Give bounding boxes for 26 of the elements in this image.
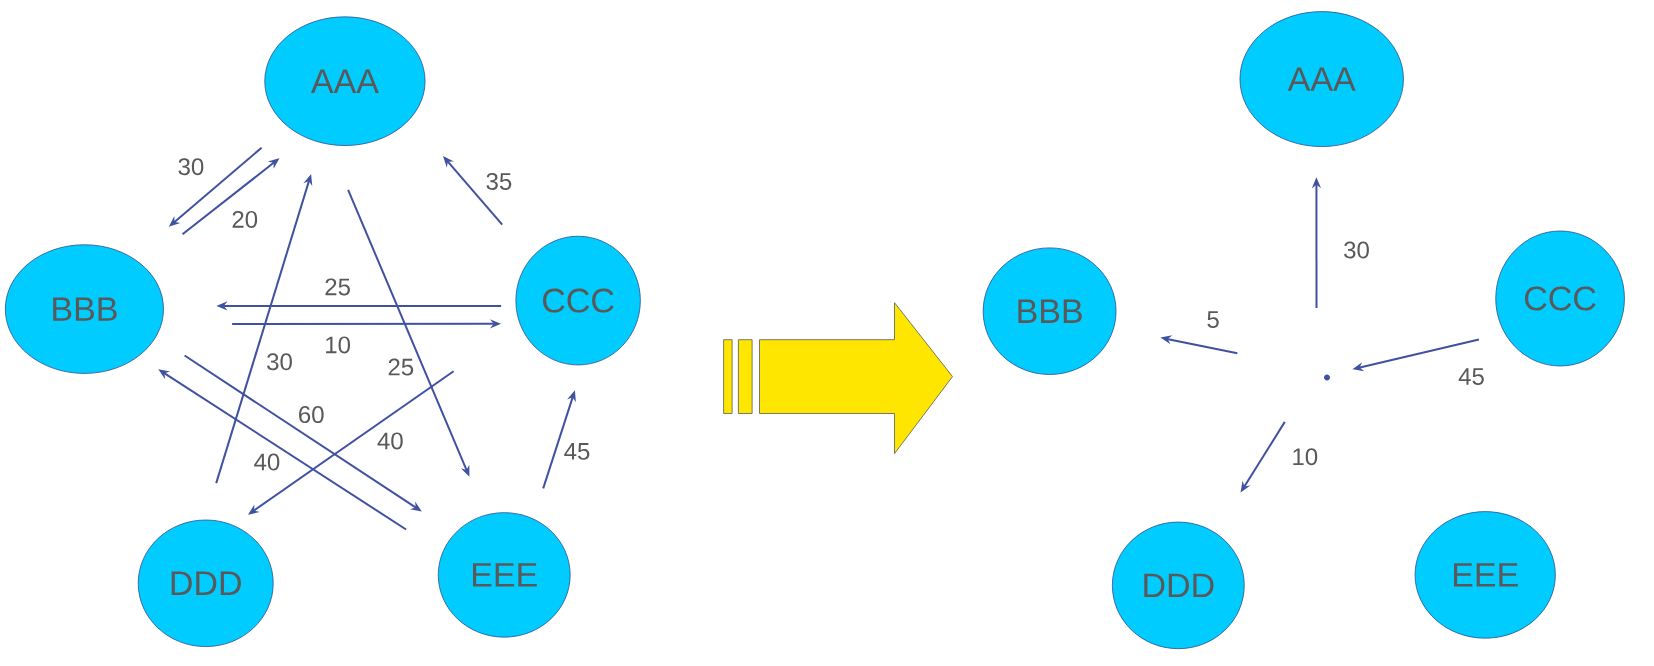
edge-label: 30	[265, 352, 294, 372]
edge-label: 10	[1290, 447, 1320, 467]
edge-label: 25	[386, 357, 416, 377]
edge-label: 40	[375, 431, 405, 451]
edge-label: 45	[1457, 367, 1486, 386]
edge-label: 30	[1342, 240, 1371, 260]
edge-label: 60	[296, 405, 326, 425]
edge-label: 45	[562, 442, 592, 461]
edge-label: 30	[176, 157, 206, 177]
ellipse-node: CCC	[515, 235, 641, 366]
ellipse-node: BBB	[4, 244, 164, 374]
edge-label: 5	[1205, 310, 1221, 329]
edge-label: 25	[323, 277, 352, 297]
ellipse-node: AAA	[264, 16, 426, 146]
ellipse-node: AAA	[1239, 11, 1404, 147]
edge-label: 20	[230, 209, 260, 229]
edge-label: 40	[252, 452, 282, 472]
ellipse-node: DDD	[137, 519, 274, 647]
ellipse-node: EEE	[437, 512, 571, 638]
edge-label: 10	[323, 335, 352, 355]
hub-point	[1324, 374, 1330, 381]
edge-label: 35	[484, 171, 514, 191]
ellipse-node: EEE	[1414, 511, 1556, 639]
ellipse-node: BBB	[982, 247, 1117, 375]
ellipse-node: DDD	[1111, 521, 1245, 650]
ellipse-node: CCC	[1495, 230, 1625, 367]
